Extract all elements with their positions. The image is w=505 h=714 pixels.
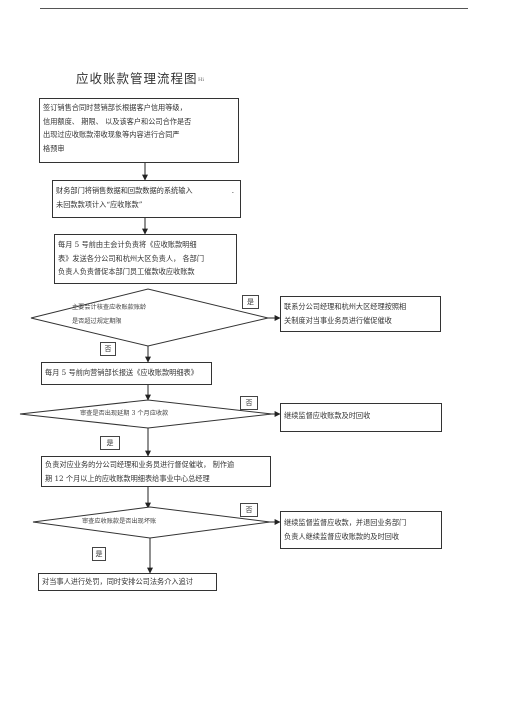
box2-line: 未回款款项计入“应收账款” [56, 199, 143, 209]
decision3-text: 审查应收账款是否出现坏账 [82, 518, 157, 525]
box3-line: 每月 5 号前由主会计负责将《应收账款明细 [58, 240, 197, 249]
decision3-no-label: 否 [240, 503, 258, 517]
page-title: 应收账款管理流程图 [76, 71, 198, 86]
decision1-diamond [30, 288, 269, 347]
decision2-text: 审查是否出现延期 3 个月应收款 [80, 410, 169, 417]
decision3-no-line: 继续监督监督应收款，并退回业务部门 [284, 518, 407, 527]
box1-line: 格预审 [43, 143, 65, 153]
data-entry-box: 财务部门将销售数据和回款数据的系统输入 未回款款项计入“应收账款” . [52, 180, 241, 218]
box1-line: 签订销售合同时营销部长根据客户信用等级， [43, 103, 187, 112]
decision1-text-line: 主要会计核查应收账款账龄 [72, 304, 147, 311]
header-rule [40, 8, 468, 9]
decision3-yes-label: 是 [92, 547, 106, 561]
return-to-department-box: 继续监督监督应收款，并退回业务部门 负责人继续监督应收账款的及时回收 [280, 511, 442, 549]
penalty-legal-box: 对当事人进行处罚，同时安排公司法务介入追讨 [38, 573, 217, 591]
box6-text: 对当事人进行处罚，同时安排公司法务介入追讨 [42, 577, 193, 586]
box1-line: 信用额度、 期限、 以及该客户和公司合作是否 [43, 116, 192, 126]
box5-line: 期 12 个月以上的应收账款明细表给事业中心总经理 [45, 474, 210, 483]
overdue-collection-box: 负责对应业务的分公司经理和业务员进行督促催收， 制作逾 期 12 个月以上的应收… [41, 456, 271, 487]
box2-mark: . [231, 186, 234, 195]
report-to-sales-head-box: 每月 5 号前向营销部长报送《应收账款明细表》 [41, 362, 212, 385]
monthly-statement-box: 每月 5 号前由主会计负责将《应收账款明细 表》发送各分公司和杭州大区负责人， … [54, 234, 237, 284]
box2-line: 财务部门将销售数据和回款数据的系统输入 [56, 186, 193, 195]
decision1-yes-label: 是 [242, 295, 259, 309]
box1-line: 出现过应收账款滞收现象等内容进行合同严 [43, 130, 180, 139]
box3-line: 负责人负责督促本部门员工催款收应收账款 [58, 267, 195, 276]
box3-line: 表》发送各分公司和杭州大区负责人， 各部门 [58, 253, 205, 263]
title-note: Hi [198, 77, 204, 83]
decision2-no-label: 否 [240, 396, 258, 410]
decision1-no-label: 否 [100, 342, 116, 356]
continue-monitoring-box: 继续监督应收账款及时回收 [280, 403, 442, 432]
decision1-yes-line: 关制度对当事业务员进行催促催收 [284, 315, 392, 325]
box5-line: 负责对应业务的分公司经理和业务员进行督促催收， 制作逾 [45, 460, 235, 469]
contact-managers-box: 联系分公司经理和杭州大区经理按照相 关制度对当事业务员进行催促催收 [280, 296, 441, 332]
decision1-text-line: 是否超过规定期限 [72, 318, 122, 325]
decision1-yes-line: 联系分公司经理和杭州大区经理按照相 [284, 302, 407, 311]
box4-text: 每月 5 号前向营销部长报送《应收账款明细表》 [45, 368, 198, 377]
decision2-no-text: 继续监督应收账款及时回收 [284, 411, 371, 420]
decision3-no-line: 负责人继续监督应收账款的及时回收 [284, 531, 400, 541]
decision2-yes-label: 是 [100, 436, 120, 450]
contract-review-box: 签订销售合同时营销部长根据客户信用等级， 信用额度、 期限、 以及该客户和公司合… [39, 98, 239, 163]
